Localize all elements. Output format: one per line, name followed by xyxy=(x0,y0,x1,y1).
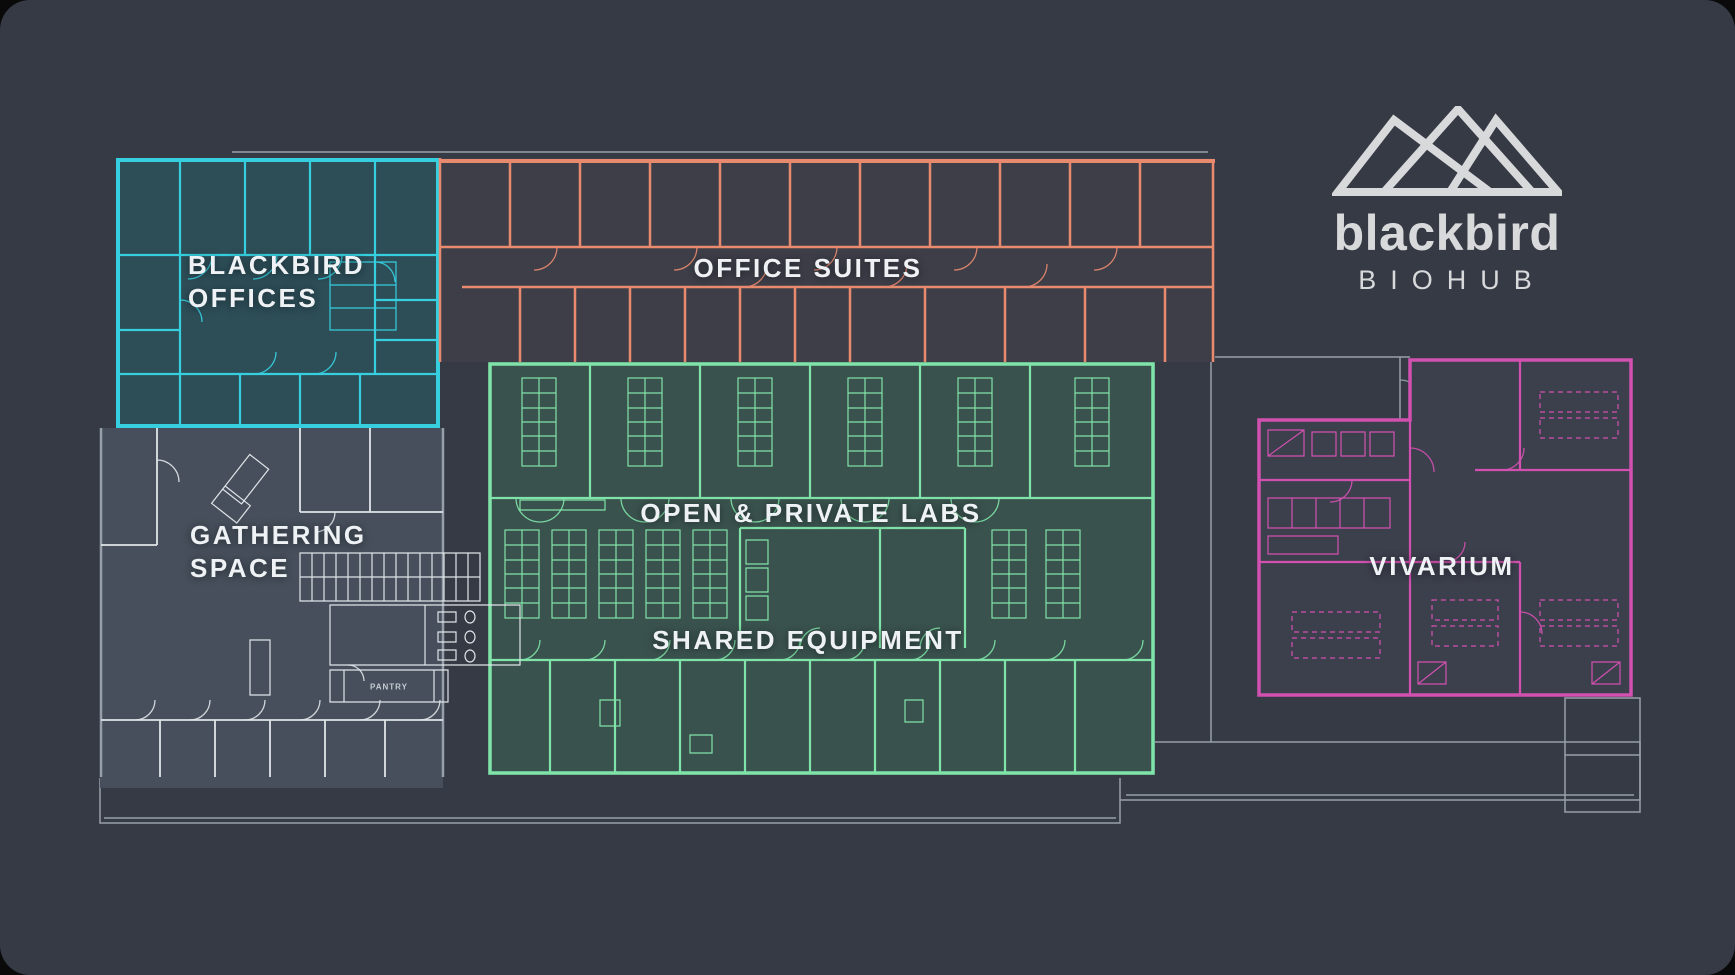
zone-gathering-space xyxy=(99,428,521,788)
lounge-chaise xyxy=(210,453,270,524)
zone-office-suites xyxy=(438,158,1215,362)
label-gathering-space-line2: SPACE xyxy=(190,553,291,583)
logo-sub-text: BIOHUB xyxy=(1358,265,1546,295)
mountain-peaks-icon xyxy=(1332,106,1562,196)
blackbird-biohub-logo: blackbird BIOHUB xyxy=(1322,106,1572,296)
label-gathering-space-line1: GATHERING xyxy=(190,520,367,550)
label-blackbird-offices-line1: BLACKBIRD xyxy=(188,250,366,280)
label-vivarium: VIVARIUM xyxy=(1369,551,1515,581)
zone-vivarium xyxy=(1257,358,1633,697)
label-blackbird-offices-line2: OFFICES xyxy=(188,283,319,313)
logo-brand-text: blackbird xyxy=(1333,205,1561,261)
label-open-private-labs: OPEN & PRIVATE LABS xyxy=(640,498,982,528)
label-blackbird-offices: BLACKBIRD OFFICES xyxy=(188,249,365,315)
zone-labs xyxy=(488,362,1155,775)
zone-blackbird-offices xyxy=(116,158,440,428)
label-gathering-space: GATHERING SPACE xyxy=(190,519,367,585)
label-office-suites: OFFICE SUITES xyxy=(693,253,923,283)
label-shared-equipment: SHARED EQUIPMENT xyxy=(652,625,964,655)
label-pantry: PANTRY xyxy=(370,682,408,692)
